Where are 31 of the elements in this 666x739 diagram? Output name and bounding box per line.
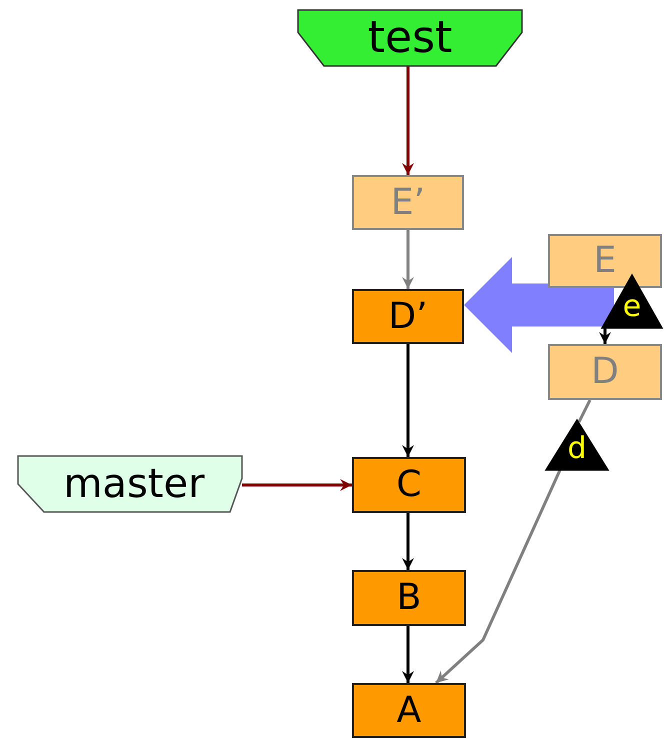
triangle-marker	[546, 420, 608, 470]
commit-box	[352, 570, 466, 626]
commit-label: D’	[388, 298, 428, 334]
commit-box	[548, 234, 662, 288]
marker-letter: d	[567, 434, 587, 464]
branch-name: master	[63, 464, 205, 504]
arrow	[402, 66, 414, 175]
arrow	[402, 344, 414, 457]
arrow	[434, 469, 562, 684]
commit-box	[548, 344, 662, 400]
arrow	[402, 230, 414, 289]
arrow	[402, 626, 414, 683]
branch-name: test	[368, 16, 452, 60]
branch-tag	[298, 10, 522, 66]
block-arrow	[464, 257, 614, 353]
commit-box	[352, 683, 466, 738]
commit-label: E	[594, 243, 616, 279]
arrow	[599, 328, 611, 344]
commit-box	[352, 175, 464, 230]
marker-letter: e	[622, 292, 642, 322]
branch-tag	[18, 456, 242, 512]
commit-label: D	[591, 354, 619, 390]
arrow	[242, 479, 352, 491]
commit-label: E’	[390, 184, 426, 220]
commit-box	[352, 289, 464, 344]
commit-label: B	[396, 580, 422, 616]
commit-label: C	[396, 467, 422, 503]
triangle-marker	[602, 275, 662, 328]
arrow	[402, 513, 414, 570]
commit-box	[352, 457, 466, 513]
commit-label: A	[396, 692, 422, 728]
